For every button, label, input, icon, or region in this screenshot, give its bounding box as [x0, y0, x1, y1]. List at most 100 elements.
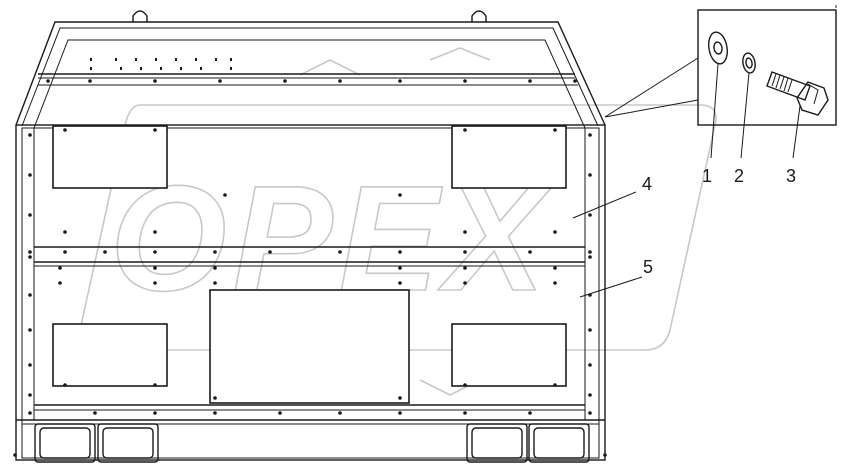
fastener-dot [213, 281, 217, 285]
fastener-dot [153, 266, 157, 270]
fastener-dot [463, 250, 467, 254]
fastener-dot [338, 79, 342, 83]
panel-mark [230, 58, 232, 61]
panel-mark [135, 58, 137, 61]
fastener-dot [588, 411, 592, 415]
fastener-dot [268, 250, 272, 254]
panel-mark [160, 67, 162, 70]
fastener-dot [28, 363, 32, 367]
fastener-dot [28, 255, 32, 259]
lock-washer-icon [742, 52, 756, 74]
fastener-dot [218, 79, 222, 83]
panel-mark [90, 58, 92, 61]
fastener-dot [213, 396, 217, 400]
fastener-dot [88, 79, 92, 83]
opening-top-left [52, 125, 168, 189]
fastener-dot [213, 266, 217, 270]
fastener-dot [528, 79, 532, 83]
detail-box [697, 9, 837, 126]
fastener-detail [604, 5, 837, 159]
fastener-dot [528, 411, 532, 415]
fastener-dot [588, 328, 592, 332]
fastener-dot [398, 79, 402, 83]
callout-2: 2 [734, 166, 744, 186]
fastener-dot [28, 328, 32, 332]
fastener-dot [28, 411, 32, 415]
fastener-dot [153, 230, 157, 234]
fastener-dot [463, 79, 467, 83]
fastener-dot [588, 255, 592, 259]
fastener-dot [463, 281, 467, 285]
opening-bottom-right [451, 323, 567, 387]
fastener-dot [553, 230, 557, 234]
fastener-dot [28, 133, 32, 137]
fastener-dot [58, 266, 62, 270]
leader-line-4 [572, 191, 637, 219]
fastener-dot [28, 213, 32, 217]
fastener-dot [153, 281, 157, 285]
fastener-dot [588, 250, 592, 254]
washer-icon [708, 31, 728, 65]
fastener-dot [463, 411, 467, 415]
fastener-dot [398, 411, 402, 415]
opening-top-right [451, 125, 567, 189]
fastener-dot [153, 128, 157, 132]
fastener-dot [398, 281, 402, 285]
fastener-dot [46, 79, 50, 83]
panel-mark [200, 67, 202, 70]
fastener-dot [153, 383, 157, 387]
fastener-dot [588, 363, 592, 367]
fastener-dot [398, 250, 402, 254]
fastener-dot [463, 128, 467, 132]
opening-bottom-left [52, 323, 168, 387]
fastener-dot [28, 250, 32, 254]
fastener-dot [63, 250, 67, 254]
lamp-housings [34, 423, 590, 463]
fastener-dot [283, 79, 287, 83]
fastener-dot [398, 396, 402, 400]
fastener-dot [553, 266, 557, 270]
fastener-dot [93, 411, 97, 415]
fastener-dot [588, 133, 592, 137]
fastener-dot [463, 266, 467, 270]
fastener-dot [398, 193, 402, 197]
fastener-dot [463, 383, 467, 387]
fastener-dot [553, 383, 557, 387]
fastener-dot [28, 293, 32, 297]
fastener-dot [338, 411, 342, 415]
callout-3: 3 [786, 166, 796, 186]
panel-mark [90, 67, 92, 70]
panel-mark [120, 67, 122, 70]
fastener-dot [338, 250, 342, 254]
panel-mark [230, 67, 232, 70]
callout-5: 5 [643, 257, 653, 277]
fastener-dot [588, 173, 592, 177]
fastener-dot [28, 173, 32, 177]
fastener-dot [278, 411, 282, 415]
fastener-dot [153, 250, 157, 254]
fastener-dot [528, 250, 532, 254]
panel-mark [115, 58, 117, 61]
callout-4: 4 [642, 174, 652, 194]
fastener-dot [553, 281, 557, 285]
fastener-dots [13, 58, 607, 457]
fastener-dot [103, 250, 107, 254]
panel-openings [52, 125, 567, 404]
fastener-dot [58, 281, 62, 285]
panel-mark [195, 58, 197, 61]
panel-mark [140, 67, 142, 70]
panel-mark [215, 58, 217, 61]
fastener-dot [63, 128, 67, 132]
fastener-dot [588, 393, 592, 397]
fastener-dot [588, 213, 592, 217]
fastener-dot [213, 250, 217, 254]
fastener-dot [63, 383, 67, 387]
bolt-icon [766, 71, 829, 116]
fastener-dot [13, 453, 17, 457]
callout-1: 1 [702, 166, 712, 186]
panel-mark [180, 67, 182, 70]
fastener-dot [153, 79, 157, 83]
panel-mark [175, 58, 177, 61]
fastener-dot [213, 411, 217, 415]
